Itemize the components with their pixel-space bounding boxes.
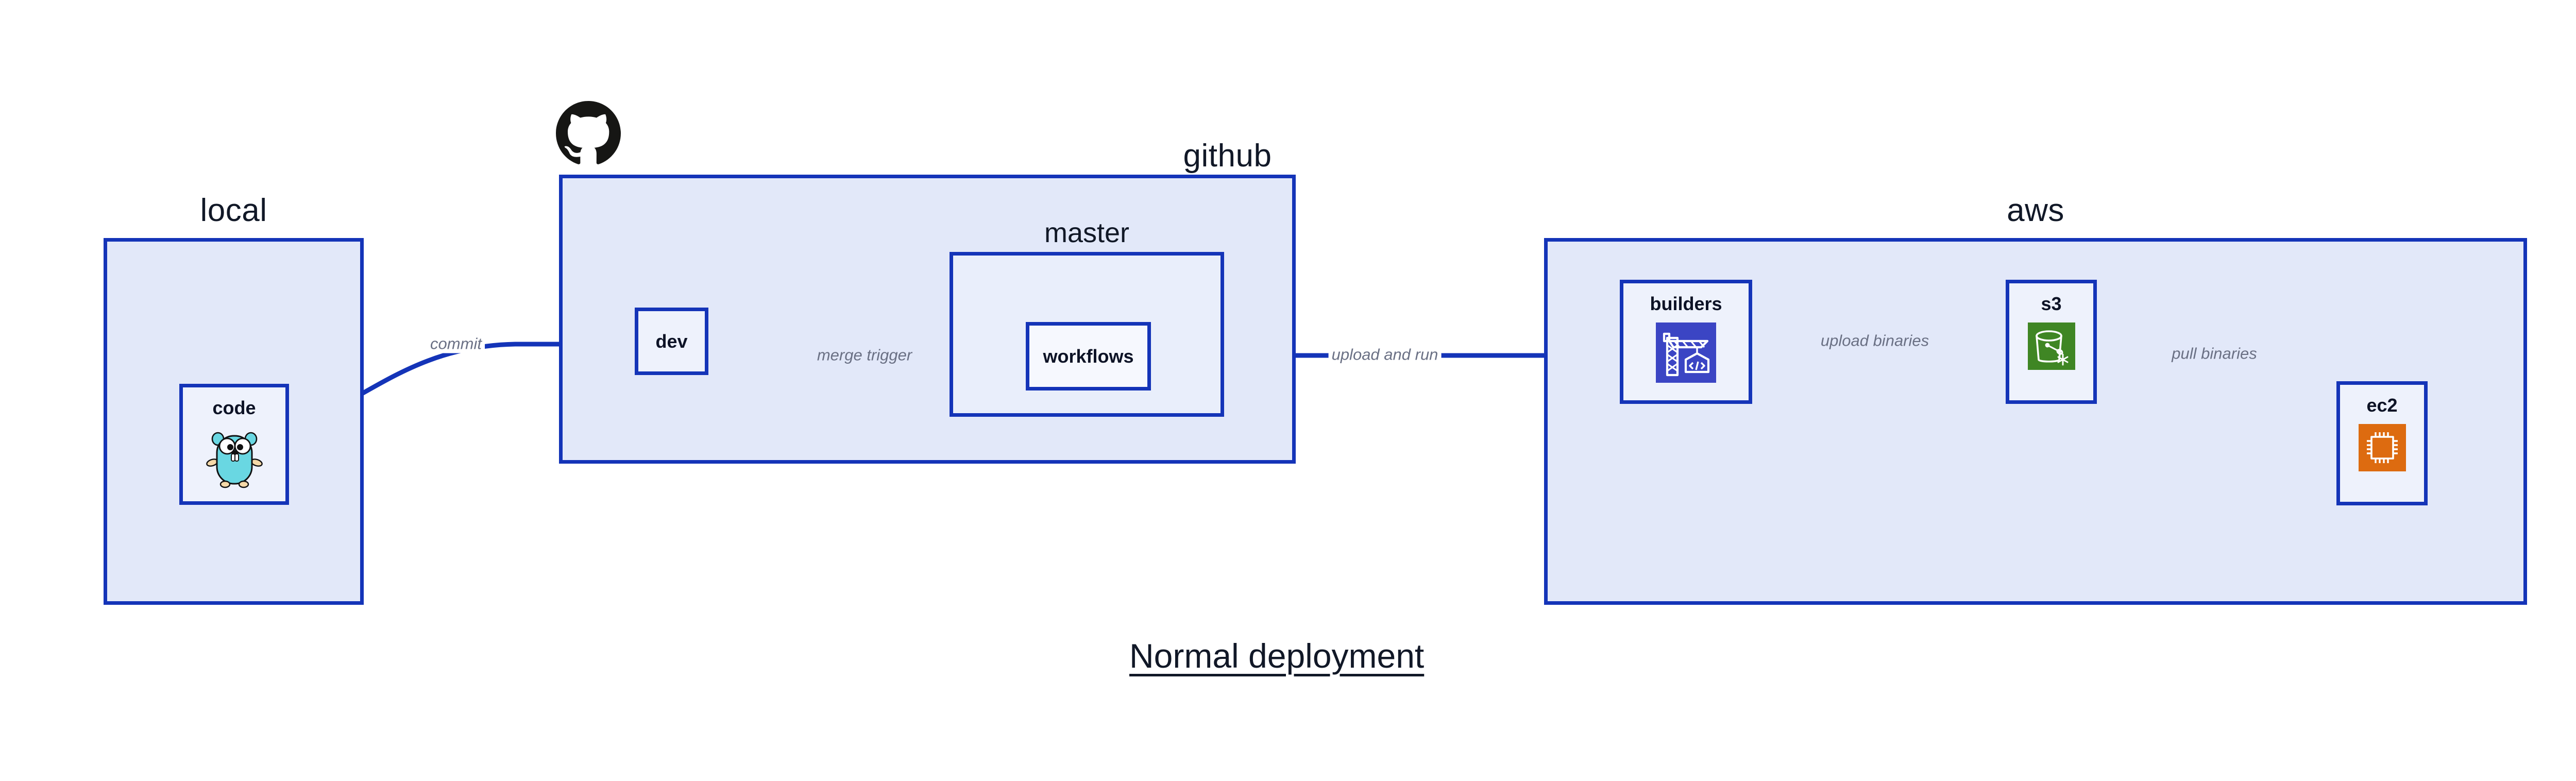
node-s3[interactable]: s3: [2006, 280, 2097, 404]
aws-s3-bucket-icon: [2027, 322, 2075, 372]
node-ec2[interactable]: ec2: [2336, 381, 2428, 505]
zone-label-local: local: [200, 193, 267, 228]
node-label-workflows: workflows: [1043, 345, 1134, 367]
node-label-s3: s3: [2041, 293, 2062, 314]
node-dev[interactable]: dev: [635, 308, 708, 375]
aws-ec2-chip-icon: [2358, 424, 2406, 474]
zone-label-aws: aws: [2007, 193, 2064, 228]
github-octocat-logo: [556, 101, 621, 168]
node-code[interactable]: code: [179, 384, 289, 505]
diagram-title: Normal deployment: [1129, 637, 1425, 675]
group-label-master: master: [1044, 217, 1130, 248]
edge-label-upload-and-run: upload and run: [1328, 345, 1442, 364]
edge-label-upload-binaries: upload binaries: [1817, 331, 1933, 350]
node-workflows[interactable]: workflows: [1026, 322, 1151, 390]
node-label-code: code: [212, 397, 256, 418]
node-label-ec2: ec2: [2366, 395, 2398, 416]
go-gopher-icon: [206, 427, 263, 493]
node-label-builders: builders: [1650, 293, 1722, 314]
aws-codebuild-crane-icon: [1656, 322, 1716, 385]
edge-label-merge-trigger: merge trigger: [814, 345, 916, 365]
node-label-dev: dev: [655, 330, 688, 352]
edge-label-commit: commit: [427, 334, 485, 353]
edge-label-pull-binaries: pull binaries: [2168, 344, 2260, 363]
zone-label-github: github: [1183, 138, 1272, 174]
node-builders[interactable]: builders: [1620, 280, 1752, 404]
